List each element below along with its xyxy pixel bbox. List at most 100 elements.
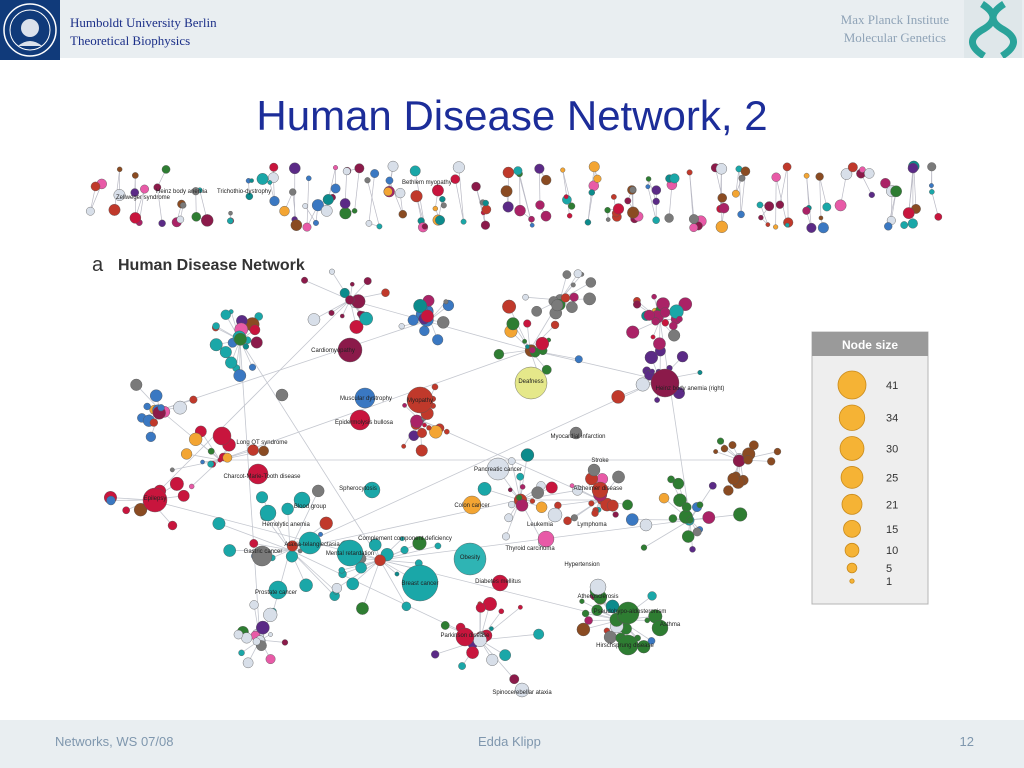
strip-node: [228, 210, 233, 216]
disease-node: [412, 536, 427, 551]
strip-node: [116, 166, 123, 173]
legend-size-label: 21: [886, 499, 898, 511]
disease-node: [653, 337, 666, 351]
strip-node: [108, 204, 121, 216]
strip-node: [541, 174, 552, 186]
hub-node: [514, 366, 548, 400]
strip-node: [718, 202, 730, 214]
strip-node: [651, 185, 662, 195]
disease-node: [130, 378, 143, 391]
disease-node: [242, 657, 254, 669]
disease-label: Gastric cancer: [244, 549, 283, 555]
strip-node: [514, 204, 526, 217]
disease-node: [249, 600, 259, 610]
strip-node: [756, 201, 764, 209]
strip-node: [764, 201, 775, 212]
strip-node: [289, 188, 297, 196]
disease-node: [529, 346, 536, 354]
disease-node: [432, 334, 444, 346]
disease-label: Alzheimer disease: [573, 486, 623, 492]
disease-node: [519, 484, 526, 490]
disease-node: [668, 514, 678, 523]
disease-node: [458, 662, 466, 670]
strip-node: [765, 222, 771, 227]
disease-node: [250, 336, 263, 349]
hub-node: [401, 564, 439, 602]
network-edge: [913, 166, 917, 209]
strip-node: [529, 222, 535, 228]
strip-node: [311, 199, 324, 212]
disease-label: Pancreatic cancer: [474, 467, 522, 473]
strip-node: [560, 167, 566, 173]
disease-node: [242, 343, 250, 350]
strip-node: [333, 165, 339, 171]
network-edge: [908, 168, 914, 214]
disease-node: [654, 397, 660, 403]
hub-node: [547, 507, 563, 523]
disease-label: Spherocytosis: [339, 486, 377, 492]
disease-node: [207, 447, 215, 455]
strip-node: [688, 214, 699, 225]
legend-size-circle: [849, 578, 855, 584]
disease-node: [509, 674, 520, 685]
legend-size-circle: [844, 542, 860, 558]
strip-node: [130, 188, 139, 197]
disease-node: [550, 320, 560, 330]
strip-node: [342, 167, 351, 176]
disease-node: [133, 503, 148, 517]
disease-node: [493, 349, 505, 360]
disease-label: Deafness: [518, 379, 543, 385]
disease-node: [349, 320, 364, 334]
strip-node: [440, 202, 447, 209]
disease-label: Pseudohypo-aldosteronism: [594, 609, 667, 615]
dna-logo-icon: [964, 0, 1022, 59]
hub-node: [455, 627, 475, 647]
strip-node: [664, 213, 674, 223]
legend-size-label: 15: [886, 524, 898, 536]
disease-node: [149, 389, 163, 402]
disease-node: [661, 319, 669, 327]
legend-size-circle: [839, 436, 865, 461]
disease-node: [502, 299, 517, 314]
disease-node: [399, 536, 405, 542]
disease-node: [522, 338, 528, 344]
disease-node: [499, 649, 511, 661]
disease-node: [676, 351, 689, 363]
disease-node: [219, 346, 232, 359]
disease-node: [531, 305, 542, 317]
strip-node: [249, 178, 254, 183]
disease-label: Myopathy: [407, 398, 433, 404]
disease-node: [659, 307, 671, 318]
disease-label: Epidermolysis bullosa: [335, 420, 394, 426]
strip-node: [627, 206, 640, 219]
disease-node: [169, 467, 175, 473]
disease-node: [498, 608, 505, 615]
strip-node: [289, 162, 301, 175]
disease-node: [363, 277, 372, 285]
strip-node: [370, 169, 380, 178]
strip-node: [85, 206, 95, 216]
network-edge: [458, 167, 464, 222]
disease-node: [733, 507, 748, 522]
strip-node: [191, 187, 200, 196]
hub-node: [251, 545, 273, 567]
strip-node: [822, 202, 832, 212]
network-edge: [289, 549, 481, 641]
network-edge: [647, 186, 657, 221]
strip-node: [884, 222, 893, 231]
hub-node: [142, 487, 168, 513]
strip-node: [387, 160, 399, 172]
disease-node: [318, 531, 323, 537]
disease-node: [585, 277, 597, 288]
network-edge: [368, 173, 375, 224]
strip-node: [773, 224, 779, 230]
strip-node: [782, 162, 792, 172]
network-edge: [219, 349, 531, 461]
network-edge: [775, 177, 777, 227]
disease-node: [189, 395, 198, 404]
disease-node: [506, 317, 520, 331]
disease-node: [400, 546, 409, 555]
disease-node: [541, 364, 552, 375]
strip-label-heinz: Heinz body anemia: [156, 189, 208, 195]
